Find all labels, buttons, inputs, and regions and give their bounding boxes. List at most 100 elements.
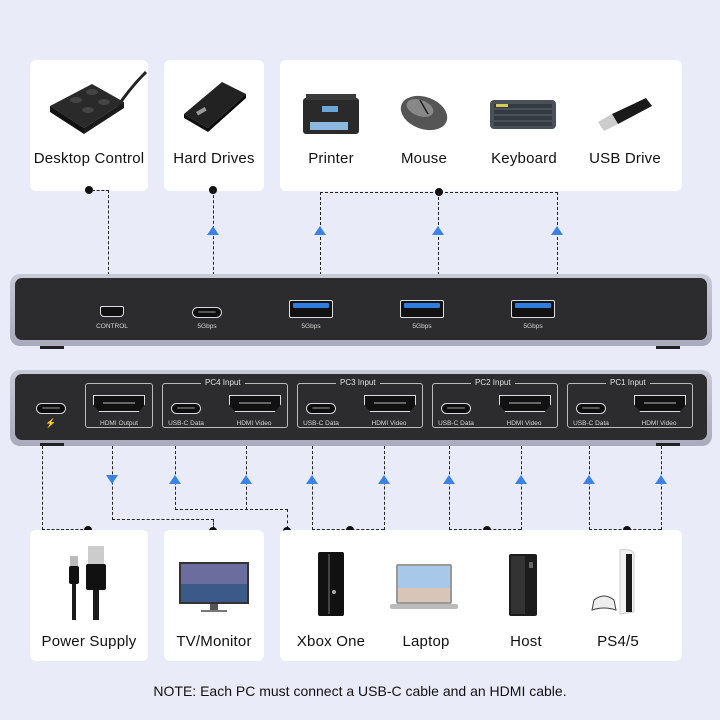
- device-label: Laptop: [402, 633, 450, 650]
- device-label: TV/Monitor: [176, 633, 252, 650]
- pc3-input-group: PC3 Input: [297, 378, 423, 428]
- group-title: PC1 Input: [606, 378, 650, 387]
- connector-dot: [435, 188, 443, 196]
- connector-line: [175, 509, 288, 510]
- device-label: Xbox One: [296, 633, 366, 650]
- pc3-hdmi-port[interactable]: [364, 395, 416, 412]
- connector-line: [287, 509, 288, 529]
- arrow-down-icon: [106, 475, 118, 484]
- pc4-input-group: PC4 Input: [162, 378, 288, 428]
- port-label: USB-C Data: [300, 420, 342, 427]
- port-label: USB-C Data: [165, 420, 207, 427]
- pc1-usb-c-port[interactable]: [576, 403, 606, 414]
- connector-line: [449, 446, 450, 530]
- device-label: Power Supply: [41, 633, 137, 650]
- pc1-input-group: PC1 Input: [567, 378, 693, 428]
- port-label: HDMI Video: [233, 420, 275, 427]
- port-label: HDMI Video: [368, 420, 410, 427]
- panel-foot: [40, 443, 64, 446]
- mouse-icon: [398, 94, 450, 132]
- keyboard-icon: [490, 100, 556, 130]
- panel-foot: [40, 346, 64, 349]
- usb-a-port[interactable]: [289, 300, 333, 318]
- connector-line: [108, 190, 109, 275]
- pc4-usb-c-port[interactable]: [171, 403, 201, 414]
- device-label: Printer: [308, 150, 354, 167]
- desktop-control-icon: [50, 68, 150, 138]
- card-computers: [280, 530, 682, 661]
- device-label: Hard Drives: [173, 150, 255, 167]
- port-label: USB-C Data: [435, 420, 477, 427]
- note-text: NOTE: Each PC must connect a USB-C cable…: [153, 683, 567, 699]
- device-label: PS4/5: [597, 633, 639, 650]
- arrow-up-icon: [583, 475, 595, 484]
- desktop-tower-icon: [507, 552, 539, 618]
- port-label: 5Gbps: [523, 323, 543, 330]
- hard-drive-icon: [182, 78, 248, 134]
- lightning-bolt-icon: ⚡: [45, 418, 57, 428]
- hdmi-output-port[interactable]: [93, 395, 145, 412]
- arrow-up-icon: [169, 475, 181, 484]
- connector-line: [384, 446, 385, 530]
- port-label: USB-C Data: [570, 420, 612, 427]
- xbox-console-icon: [316, 550, 346, 618]
- arrow-up-icon: [378, 475, 390, 484]
- connector-line: [521, 446, 522, 530]
- device-label: USB Drive: [589, 150, 661, 167]
- group-title: PC3 Input: [336, 378, 380, 387]
- port-label: 5Gbps: [301, 323, 321, 330]
- printer-icon: [302, 92, 360, 136]
- arrow-up-icon: [306, 475, 318, 484]
- laptop-icon: [390, 562, 458, 612]
- monitor-icon: [179, 562, 249, 614]
- connector-line: [213, 519, 214, 529]
- group-title: PC2 Input: [471, 378, 515, 387]
- kvm-front-panel: [10, 274, 712, 346]
- pc2-input-group: PC2 Input: [432, 378, 558, 428]
- pc3-usb-c-port[interactable]: [306, 403, 336, 414]
- panel-face: [15, 278, 707, 340]
- device-label: Mouse: [400, 150, 448, 167]
- usb-drive-icon: [596, 96, 654, 134]
- power-usb-c-port[interactable]: [36, 403, 66, 414]
- device-label: Desktop Control: [33, 150, 145, 167]
- pc1-hdmi-port[interactable]: [634, 395, 686, 412]
- port-label: HDMI Video: [638, 420, 680, 427]
- arrow-up-icon: [432, 226, 444, 235]
- pc4-hdmi-port[interactable]: [229, 395, 281, 412]
- pc2-usb-c-port[interactable]: [441, 403, 471, 414]
- arrow-up-icon: [655, 475, 667, 484]
- playstation-console-icon: [590, 548, 642, 618]
- usb-cable-icon: [64, 546, 114, 622]
- port-label: HDMI Video: [503, 420, 545, 427]
- usb-c-port[interactable]: [192, 307, 222, 318]
- group-title: PC4 Input: [201, 378, 245, 387]
- port-label: 5Gbps: [412, 323, 432, 330]
- connector-line: [312, 446, 313, 530]
- arrow-up-icon: [515, 475, 527, 484]
- connector-line: [42, 529, 88, 530]
- arrow-up-icon: [443, 475, 455, 484]
- arrow-up-icon: [240, 475, 252, 484]
- arrow-up-icon: [314, 226, 326, 235]
- usb-a-port[interactable]: [511, 300, 555, 318]
- connector-dot: [85, 186, 93, 194]
- control-port[interactable]: [100, 306, 124, 317]
- port-label: CONTROL: [96, 323, 128, 330]
- connector-line: [661, 446, 662, 530]
- hdmi-output-group: [85, 383, 153, 428]
- arrow-up-icon: [551, 226, 563, 235]
- usb-a-port[interactable]: [400, 300, 444, 318]
- arrow-up-icon: [207, 226, 219, 235]
- port-label: 5Gbps: [197, 323, 217, 330]
- port-label: HDMI Output: [92, 420, 146, 427]
- panel-foot: [656, 346, 680, 349]
- panel-foot: [656, 443, 680, 446]
- connector-line: [92, 190, 109, 191]
- connector-line: [112, 519, 214, 520]
- pc2-hdmi-port[interactable]: [499, 395, 551, 412]
- connector-line: [42, 446, 43, 530]
- connector-line: [589, 446, 590, 530]
- device-label: Host: [510, 633, 542, 650]
- device-label: Keyboard: [491, 150, 557, 167]
